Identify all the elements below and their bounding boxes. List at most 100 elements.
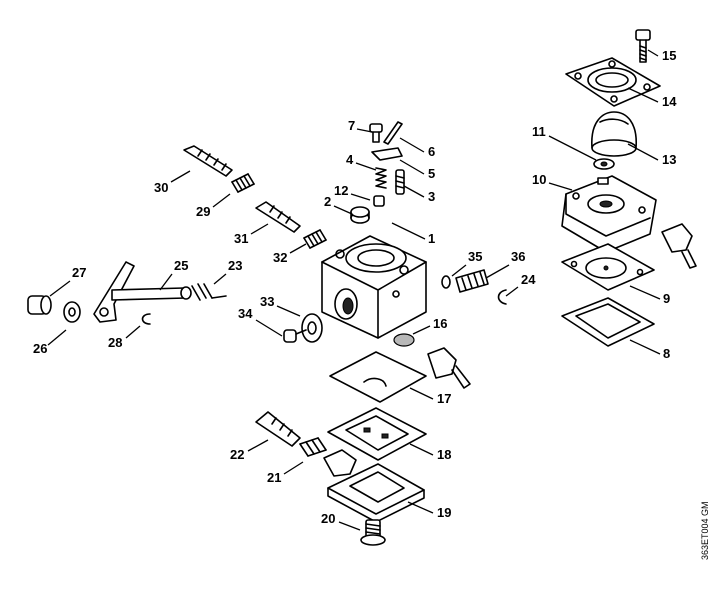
part-diaphragm-9: [561, 243, 655, 291]
drawing-code: 363ET004 GM: [700, 501, 710, 560]
part-disc-33: [301, 313, 323, 343]
callout-number-1: 1: [428, 231, 435, 246]
callout-leader-1: [391, 222, 426, 240]
part-pin-6: [383, 121, 403, 145]
callout-number-12: 12: [334, 183, 348, 198]
part-screw-22: [255, 411, 301, 447]
callout-leader-31: [250, 223, 269, 235]
callout-leader-13: [627, 143, 659, 161]
part-fitting: [427, 347, 471, 389]
callout-leader-14: [627, 87, 659, 103]
part-lever-5: [371, 147, 403, 161]
part-spring-21: [299, 437, 327, 457]
callout-number-26: 26: [33, 341, 47, 356]
callout-leader-7: [356, 128, 373, 133]
callout-leader-5: [399, 159, 425, 175]
callout-number-4: 4: [346, 152, 354, 167]
callout-number-17: 17: [437, 391, 451, 406]
part-diaphragm-18: [327, 407, 427, 461]
callout-number-16: 16: [433, 316, 447, 331]
part-filter-16: [393, 333, 415, 347]
part-pump-housing-10: [561, 175, 697, 269]
callout-leader-22: [247, 439, 269, 452]
part-primer-bulb-13: [591, 111, 637, 157]
part-screw-30: [183, 145, 233, 177]
callout-leader-35: [451, 264, 467, 277]
callout-number-7: 7: [348, 118, 355, 133]
part-screw-20: [360, 519, 386, 546]
callout-leader-2: [333, 205, 353, 215]
callout-number-33: 33: [260, 294, 274, 309]
callout-leader-9: [629, 285, 661, 300]
callout-number-20: 20: [321, 511, 335, 526]
part-needle-3: [395, 169, 405, 195]
callout-leader-16: [412, 325, 431, 335]
callout-leader-36: [485, 264, 510, 279]
callout-leader-24: [505, 286, 519, 297]
callout-leader-6: [399, 137, 425, 153]
callout-number-31: 31: [234, 231, 248, 246]
part-gasket-8: [561, 297, 655, 347]
callout-leader-26: [47, 329, 67, 346]
callout-leader-20: [338, 521, 361, 531]
part-spring-32: [303, 229, 327, 249]
callout-number-35: 35: [468, 249, 482, 264]
part-bushing-26: [27, 295, 52, 315]
callout-number-28: 28: [108, 335, 122, 350]
part-oring-35: [441, 275, 451, 289]
part-cover-14: [565, 57, 661, 107]
callout-number-36: 36: [511, 249, 525, 264]
callout-number-24: 24: [521, 272, 536, 287]
callout-leader-18: [409, 443, 434, 456]
part-screen-36: [455, 269, 489, 293]
callout-leader-3: [403, 185, 425, 198]
callout-leader-17: [409, 387, 434, 400]
callout-number-29: 29: [196, 204, 210, 219]
callout-leader-19: [407, 501, 434, 514]
part-spring-4: [375, 167, 387, 189]
callout-number-21: 21: [267, 470, 281, 485]
callout-leader-34: [255, 319, 283, 337]
part-spring-23: [191, 283, 227, 301]
callout-leader-15: [647, 49, 659, 57]
callout-number-18: 18: [437, 447, 451, 462]
callout-leader-12: [350, 193, 371, 201]
callout-number-11: 11: [532, 124, 546, 139]
part-screw-15: [635, 29, 651, 63]
callout-leader-32: [289, 243, 307, 254]
part-washer: [63, 301, 81, 323]
part-clip-24: [497, 289, 507, 305]
callout-number-27: 27: [72, 265, 86, 280]
part-valve-11: [593, 158, 615, 170]
callout-number-6: 6: [428, 144, 435, 159]
part-spring-29: [231, 173, 255, 193]
callout-number-8: 8: [663, 346, 670, 361]
callout-number-19: 19: [437, 505, 451, 520]
callout-leader-27: [49, 280, 71, 297]
part-clip-28: [141, 313, 151, 325]
callout-leader-29: [212, 193, 231, 208]
callout-leader-28: [125, 325, 141, 339]
part-screw-31: [255, 201, 301, 233]
callout-number-15: 15: [662, 48, 676, 63]
callout-number-5: 5: [428, 166, 435, 181]
callout-leader-4: [355, 162, 377, 171]
callout-number-23: 23: [228, 258, 242, 273]
callout-leader-8: [629, 339, 661, 355]
callout-number-3: 3: [428, 189, 435, 204]
callout-number-2: 2: [324, 194, 331, 209]
callout-leader-11: [548, 135, 597, 161]
callout-number-10: 10: [532, 172, 546, 187]
callout-leader-30: [170, 170, 191, 183]
callout-number-25: 25: [174, 258, 188, 273]
callout-number-34: 34: [238, 306, 253, 321]
callout-number-30: 30: [154, 180, 168, 195]
callout-number-14: 14: [662, 94, 677, 109]
callout-number-9: 9: [663, 291, 670, 306]
part-plug-2: [350, 206, 370, 224]
callout-leader-25: [159, 273, 173, 291]
callout-leader-10: [548, 182, 573, 191]
